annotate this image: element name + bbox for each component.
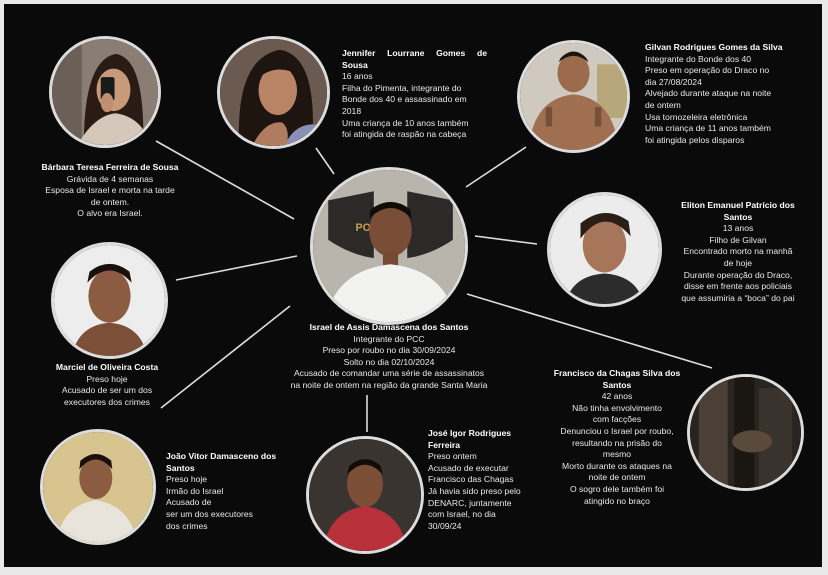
- info-line: Não tinha envolvimento: [572, 402, 662, 413]
- info-line: Morto durante os ataques na: [562, 460, 672, 471]
- info-line: noite de ontem: [588, 472, 646, 483]
- info-line: Uma criança de 10 anos também: [342, 117, 469, 128]
- info-line: 13 anos: [722, 223, 754, 234]
- link-israel-joao: [160, 305, 291, 409]
- info-line: Integrante do PCC: [353, 333, 425, 344]
- info-line: Bonde dos 40 e assassinado em: [342, 94, 467, 105]
- info-line: 42 anos: [601, 391, 633, 402]
- info-line: Irmão do Israel: [166, 485, 224, 496]
- link-israel-barbara: [155, 140, 295, 220]
- card-joao: João Vitor Damasceno dos Santos Preso ho…: [166, 451, 284, 532]
- link-israel-eliton: [474, 235, 538, 245]
- info-line: Solto no dia 02/10/2024: [343, 356, 435, 367]
- info-line: Acusado de ser um dos: [61, 385, 153, 396]
- info-line: de hoje: [723, 257, 753, 268]
- info-line: disse em frente aos policiais: [684, 281, 792, 292]
- name-barbara: Bárbara Teresa Ferreira de Sousa: [41, 162, 179, 172]
- info-line: Preso hoje: [166, 474, 208, 485]
- info-line: executores dos crimes: [64, 396, 150, 407]
- link-israel-jennifer: [315, 147, 335, 175]
- info-line: Já havia sido preso pelo: [428, 485, 521, 496]
- photo-barbara: [49, 36, 161, 148]
- card-jose: José Igor Rodrigues Ferreira Preso ontem…: [428, 428, 540, 532]
- name-jose: José Igor Rodrigues Ferreira: [428, 428, 512, 450]
- card-barbara: Bárbara Teresa Ferreira de Sousa Grávida…: [26, 162, 194, 220]
- info-line: Preso por roubo no dia 30/09/2024: [322, 345, 456, 356]
- info-line: Acusado de executar: [428, 462, 509, 473]
- card-israel: Israel de Assis Damascena dos Santos Int…: [254, 322, 524, 392]
- card-eliton: Eliton Emanuel Patrício dos Santos 13 an…: [668, 200, 808, 304]
- info-line: Alvejado durante ataque na noite: [645, 88, 772, 99]
- info-line: Preso em operação do Draco no: [645, 65, 770, 76]
- photo-jose: [306, 436, 424, 554]
- info-line: Encontrado morto na manhã: [683, 246, 793, 257]
- info-line: de ontem.: [90, 196, 130, 207]
- name-gilvan: Gilvan Rodrigues Gomes da Silva: [645, 42, 783, 52]
- info-line: Preso hoje: [86, 373, 128, 384]
- info-line: de ontem: [645, 99, 681, 110]
- card-jennifer: Jennifer Lourrane Gomes de Sousa 16 anos…: [342, 48, 487, 141]
- info-line: Usa tornozeleira eletrônica: [645, 111, 748, 122]
- info-line: DENARC, juntamente: [428, 497, 512, 508]
- card-gilvan: Gilvan Rodrigues Gomes da Silva Integran…: [645, 42, 795, 146]
- card-francisco: Francisco da Chagas Silva dos Santos 42 …: [547, 368, 687, 507]
- info-line: O alvo era Israel.: [77, 208, 143, 219]
- name-eliton: Eliton Emanuel Patrício dos Santos: [681, 200, 795, 222]
- name-marciel: Marciel de Oliveira Costa: [55, 362, 159, 372]
- photo-marciel: [51, 242, 168, 359]
- info-line: 2018: [342, 105, 362, 116]
- info-line: Integrante do Bonde dos 40: [645, 53, 752, 64]
- info-line: mesmo: [602, 449, 632, 460]
- info-line: Esposa de Israel e morta na tarde: [45, 185, 175, 196]
- info-line: Uma criança de 11 anos também: [645, 123, 771, 134]
- info-line: Grávida de 4 semanas: [66, 173, 154, 184]
- info-line: na noite de ontem na região da grande Sa…: [290, 379, 488, 390]
- info-line: Denunciou o Israel por roubo,: [560, 425, 674, 436]
- photo-gilvan: [517, 40, 630, 153]
- info-line: Filha do Pimenta, integrante do: [342, 82, 462, 93]
- info-line: foi atingida de raspão na cabeça: [342, 129, 467, 140]
- info-line: atingido no braço: [584, 495, 650, 506]
- info-line: O sogro dele também foi: [569, 483, 665, 494]
- info-line: que assumiria a “boca” do pai: [681, 292, 795, 303]
- link-israel-francisco: [466, 293, 713, 369]
- card-marciel: Marciel de Oliveira Costa Preso hoje Acu…: [32, 362, 182, 408]
- info-line: Francisco das Chagas: [428, 474, 514, 485]
- name-joao: João Vitor Damasceno dos Santos: [166, 451, 277, 473]
- info-line: Durante operação do Draco,: [683, 269, 793, 280]
- info-line: Preso ontem: [428, 451, 477, 462]
- link-israel-gilvan: [465, 146, 527, 188]
- photo-jennifer: [217, 36, 330, 149]
- info-line: 16 anos: [342, 71, 373, 82]
- info-line: resultando na prisão do: [572, 437, 662, 448]
- info-line: Acusado de: [166, 497, 212, 508]
- info-line: dos crimes: [166, 520, 208, 531]
- info-line: com facções: [592, 414, 642, 425]
- photo-eliton: [547, 192, 662, 307]
- info-line: dia 27/08/2024: [645, 76, 702, 87]
- info-line: foi atingida pelos disparos: [645, 134, 745, 145]
- name-israel: Israel de Assis Damascena dos Santos: [309, 322, 469, 332]
- photo-israel: POLÍCIA: [310, 167, 468, 325]
- link-israel-marciel: [175, 255, 298, 281]
- info-line: 30/09/24: [428, 520, 462, 531]
- connector-lines: [155, 140, 713, 432]
- photo-joao: [40, 429, 156, 545]
- name-francisco: Francisco da Chagas Silva dos Santos: [553, 368, 681, 390]
- info-line: Filho de Gilvan: [709, 234, 767, 245]
- name-jennifer: Jennifer Lourrane Gomes de Sousa: [342, 48, 487, 70]
- relationship-diagram: POLÍCIA: [4, 4, 822, 567]
- photo-francisco: [687, 374, 804, 491]
- info-line: ser um dos executores: [166, 508, 253, 519]
- info-line: com Israel, no dia: [428, 509, 496, 520]
- info-line: Acusado de comandar uma série de assassi…: [293, 368, 485, 379]
